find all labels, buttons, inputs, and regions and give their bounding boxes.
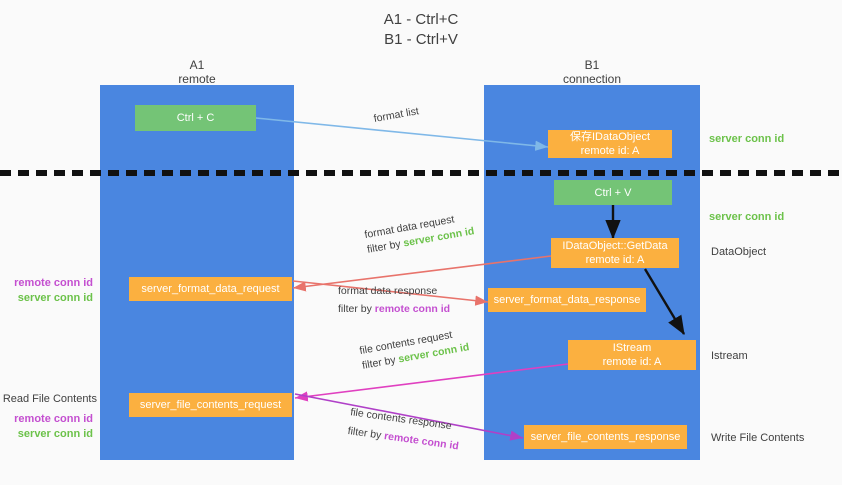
node-istream-line1: IStream — [612, 342, 652, 354]
left-label-conn-ids-2: remote conn id server conn id — [0, 412, 93, 442]
node-ctrl-c-label: Ctrl + C — [176, 112, 215, 124]
edge-label-file-contents-response: file contents response filter by remote … — [347, 405, 463, 454]
right-label-istream: Istream — [711, 349, 748, 364]
title-line-1: A1 - Ctrl+C — [383, 11, 459, 28]
column-header-a1: A1 remote — [117, 58, 277, 86]
node-server-format-data-request[interactable]: server_format_data_request — [129, 277, 292, 301]
right-label-write-file-contents: Write File Contents — [711, 431, 804, 446]
left-label-server-conn-id-2: server conn id — [17, 428, 93, 440]
node-getdata[interactable]: IDataObject::GetData remote id: A — [551, 238, 679, 268]
edge-label-format-list: format list — [373, 104, 420, 127]
right-label-istream-text: Istream — [711, 350, 748, 362]
filter-prefix: filter by — [346, 424, 385, 442]
edge-label-format-data-response-filter: filter by remote conn id — [338, 302, 450, 317]
node-server-format-data-request-label: server_format_data_request — [141, 283, 280, 295]
column-header-a1-name: A1 — [189, 58, 205, 72]
diagram-title: A1 - Ctrl+C B1 - Ctrl+V — [0, 10, 842, 50]
node-server-file-contents-request-label: server_file_contents_request — [139, 399, 282, 411]
column-header-b1-name: B1 — [584, 58, 600, 72]
left-label-remote-conn-id-1: remote conn id — [14, 277, 93, 289]
node-getdata-line2: remote id: A — [585, 254, 645, 266]
node-ctrl-c[interactable]: Ctrl + C — [135, 105, 256, 131]
left-label-server-conn-id-1: server conn id — [17, 292, 93, 304]
right-label-server-conn-id-1-text: server conn id — [709, 133, 785, 145]
right-label-dataobject: DataObject — [711, 245, 766, 260]
node-getdata-line1: IDataObject::GetData — [562, 240, 668, 252]
node-server-format-data-response[interactable]: server_format_data_response — [488, 288, 646, 312]
edge-label-format-data-response: format data response filter by remote co… — [338, 284, 450, 317]
left-label-remote-conn-id-2: remote conn id — [14, 413, 93, 425]
right-label-server-conn-id-2-text: server conn id — [709, 211, 785, 223]
title-line-2: B1 - Ctrl+V — [384, 31, 458, 48]
node-server-format-data-response-label: server_format_data_response — [493, 294, 641, 306]
edge-label-format-data-response-text: format data response — [338, 285, 438, 297]
filter-prefix: filter by — [338, 303, 375, 315]
node-save-idataobject-line1: 保存IDataObject — [569, 131, 651, 143]
node-server-file-contents-request[interactable]: server_file_contents_request — [129, 393, 292, 417]
edge-label-format-list-text: format list — [372, 105, 420, 125]
edge-label-file-contents-request: file contents request filter by server c… — [358, 325, 471, 373]
right-label-dataobject-text: DataObject — [711, 246, 767, 258]
column-header-a1-sub: remote — [178, 72, 216, 86]
node-istream[interactable]: IStream remote id: A — [568, 340, 696, 370]
right-label-server-conn-id-2: server conn id — [709, 210, 784, 225]
edge-label-format-data-request: format data request filter by server con… — [363, 209, 476, 257]
node-save-idataobject-line2: remote id: A — [580, 145, 640, 157]
node-server-file-contents-response[interactable]: server_file_contents_response — [524, 425, 687, 449]
node-ctrl-v-label: Ctrl + V — [594, 186, 632, 199]
node-save-idataobject[interactable]: 保存IDataObject remote id: A — [548, 130, 672, 158]
right-label-write-file-contents-text: Write File Contents — [711, 432, 805, 444]
left-label-read-file-contents: Read File Contents — [0, 392, 97, 407]
column-header-b1-sub: connection — [562, 72, 622, 86]
node-istream-line2: remote id: A — [602, 356, 662, 368]
node-ctrl-v[interactable]: Ctrl + V — [554, 180, 672, 205]
node-server-file-contents-response-label: server_file_contents_response — [530, 431, 681, 443]
filter-key-remote-conn-id: remote conn id — [374, 303, 451, 315]
left-label-conn-ids-1: remote conn id server conn id — [0, 276, 93, 306]
column-header-b1: B1 connection — [512, 58, 672, 86]
right-label-server-conn-id-1: server conn id — [709, 132, 784, 147]
left-label-read-file-contents-text: Read File Contents — [2, 393, 97, 405]
